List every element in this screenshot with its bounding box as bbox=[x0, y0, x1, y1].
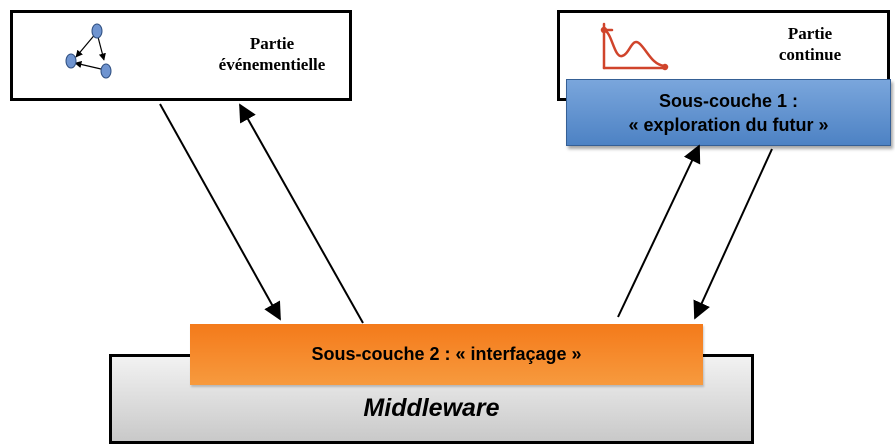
middleware-label: Middleware bbox=[363, 394, 500, 422]
arrow-evenementielle-to-interfacage bbox=[159, 103, 281, 321]
sous-couche-1-box: Sous-couche 1 : « exploration du futur » bbox=[566, 79, 891, 146]
sous-couche-2-label: Sous-couche 2 : « interfaçage » bbox=[311, 344, 582, 364]
partie-evenementielle-box bbox=[10, 10, 352, 101]
signal-plot-icon bbox=[600, 22, 669, 71]
arrow-interfacage-to-evenementielle bbox=[239, 103, 364, 324]
sous-couche-1-title: Sous-couche 1 : bbox=[658, 91, 799, 111]
continue-label-line1: Partie bbox=[787, 24, 833, 43]
diagram-overlay bbox=[65, 22, 773, 324]
evenementielle-label-line2: événementielle bbox=[218, 55, 326, 74]
continue-label-line2: continue bbox=[778, 45, 842, 64]
sous-couche-1-subtitle: « exploration du futur » bbox=[628, 115, 829, 135]
evenementielle-label-line1: Partie bbox=[249, 34, 295, 53]
arrow-interfacage-to-exploration bbox=[617, 144, 701, 318]
state-graph-icon bbox=[65, 23, 112, 79]
arrow-exploration-to-interfacage bbox=[693, 148, 773, 320]
sous-couche-2-box: Sous-couche 2 : « interfaçage » bbox=[190, 324, 703, 385]
